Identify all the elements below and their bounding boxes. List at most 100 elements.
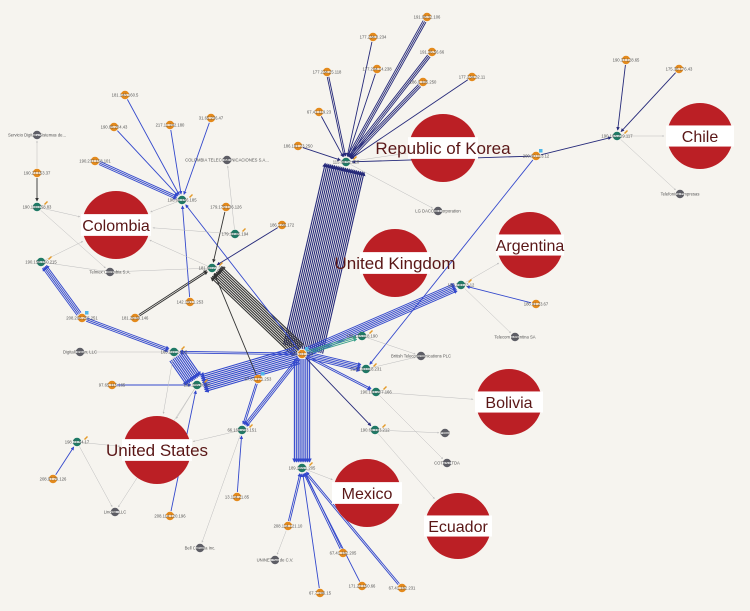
ip-node-h_col2[interactable]: 181.60.77.250: [199, 262, 226, 273]
ip-node-o20[interactable]: 190.27.153.37: [24, 168, 51, 178]
edge-o4-h_korea[interactable]: [326, 76, 347, 157]
edge-o8-h_korea[interactable]: [320, 116, 344, 158]
country-node-ecuador[interactable]: Ecuador: [424, 493, 492, 559]
ip-node-o25[interactable]: 97.65.115.165: [99, 380, 126, 390]
ip-node-h_mx[interactable]: 189.163.1.205: [289, 462, 316, 473]
edge-h_us4-g6[interactable]: [201, 434, 241, 543]
org-node-g10[interactable]: Telefonica Empresas: [661, 189, 700, 199]
edge-o31-h_mx[interactable]: [304, 472, 361, 582]
edge-h_chile-g10[interactable]: [620, 139, 676, 191]
ip-node-o31[interactable]: 171.22.150.66: [349, 581, 376, 591]
edge-o33-h_mx[interactable]: [301, 473, 320, 589]
country-node-mexico[interactable]: Mexico: [332, 459, 402, 527]
ip-node-o33[interactable]: 67.7.246.15: [309, 588, 332, 598]
edge-o21-h_col2[interactable]: [212, 211, 226, 263]
ip-node-o3[interactable]: 191.36.56.66: [420, 47, 445, 57]
org-node-g6[interactable]: Bell Canada Inc.: [185, 543, 216, 553]
ip-node-h_us1[interactable]: 165.227.243.5: [161, 346, 188, 357]
ip-node-o24[interactable]: 142.150.1.253: [177, 297, 204, 307]
org-node-g1[interactable]: Servicio Digital - Sistemas de...: [8, 130, 66, 140]
ip-node-o1[interactable]: 191.98.32.106: [414, 12, 441, 22]
ip-node-o14[interactable]: 186.41.23.67: [524, 299, 549, 309]
edge-o6-h_korea[interactable]: [348, 84, 422, 160]
ip-node-o9[interactable]: 186.101.23.250: [283, 141, 313, 151]
edge-o7-h_korea[interactable]: [350, 79, 469, 160]
org-node-g2[interactable]: COLOMBIA TELECOMUNICACIONES S.A...: [185, 155, 269, 165]
edge-o19-h_col1[interactable]: [98, 161, 178, 200]
ip-node-o7[interactable]: 177.234.32.11: [459, 72, 486, 82]
edge-o29-g7[interactable]: [276, 530, 287, 555]
ip-node-o22[interactable]: 208.208.255.251: [66, 311, 98, 323]
edge-h_korea-g8[interactable]: [350, 164, 433, 209]
edge-o24-h_col1[interactable]: [180, 205, 191, 298]
ip-node-o6[interactable]: 186.0.105.250: [410, 77, 437, 87]
country-node-bolivia[interactable]: Bolivia: [475, 369, 543, 435]
ip-node-o27[interactable]: 208.114.120.196: [154, 511, 186, 521]
edge-o32-h_mx[interactable]: [304, 471, 400, 585]
edge-o34-h_col2[interactable]: [213, 272, 257, 375]
ip-node-o34[interactable]: 67.83.171.253: [245, 372, 272, 384]
ip-node-o12[interactable]: 175.36.176.43: [666, 64, 693, 74]
ip-node-o26[interactable]: 208.97.79.126: [40, 474, 67, 484]
ip-node-central[interactable]: 186.0.1.253: [291, 347, 314, 359]
country-node-korea[interactable]: Republic of Korea: [375, 114, 511, 182]
edge-h_uk1-g9[interactable]: [366, 337, 416, 355]
edge-o13-h_uk2[interactable]: [369, 159, 534, 365]
org-node-g11[interactable]: Telecom Argentina SA: [494, 332, 536, 342]
org-node-g8[interactable]: LG DACOM Corporation: [415, 206, 461, 216]
edge-central-h_us1[interactable]: [179, 349, 298, 356]
edge-o14-h_arg[interactable]: [466, 285, 532, 304]
edge-central-h_us2[interactable]: [199, 346, 300, 393]
ip-node-o28[interactable]: 13.114.21.85: [225, 492, 250, 502]
ip-node-o29[interactable]: 208.114.121.10: [274, 521, 303, 531]
ip-node-h_uk2[interactable]: 213.120.118.231: [350, 363, 382, 374]
edge-o15-h_col1[interactable]: [126, 99, 180, 196]
ip-node-h_korea[interactable]: 115.68.52.210: [333, 156, 360, 167]
org-node-g3[interactable]: Telmex Colombia S.A.: [89, 267, 131, 277]
org-node-g5[interactable]: Linode, LLC: [104, 507, 127, 517]
org-node-g12[interactable]: Entel: [440, 428, 450, 438]
ip-node-h_bol[interactable]: 190.181.207.166: [360, 386, 392, 397]
ip-node-o16[interactable]: 190.85.204.43: [101, 122, 128, 132]
org-node-g7[interactable]: UNINET SA de C.V.: [257, 555, 294, 565]
ip-node-o15[interactable]: 181.143.160.5: [112, 90, 139, 100]
edge-h_mx-mexico[interactable]: [306, 469, 333, 481]
edge-h_us4-us[interactable]: [192, 430, 238, 443]
edge-o16-h_col1[interactable]: [117, 130, 179, 197]
ip-node-o21[interactable]: 179.179.136.126: [210, 202, 242, 212]
ip-node-h_uk1[interactable]: 155.133.118.190: [346, 330, 378, 341]
ip-node-h_us2[interactable]: 192.155.80.90: [184, 379, 211, 390]
ip-node-o5[interactable]: 177.204.14.238: [362, 64, 392, 74]
edge-h_col3-g3[interactable]: [40, 210, 106, 269]
edge-central-h_col2[interactable]: [210, 266, 305, 357]
country-node-uk[interactable]: United Kingdom: [335, 229, 456, 297]
ip-node-h_us3[interactable]: 198.71.54.17: [65, 436, 90, 447]
edge-h_arg-g11[interactable]: [464, 288, 511, 334]
edge-o17-h_col1[interactable]: [170, 129, 183, 195]
edge-o29-h_mx[interactable]: [287, 473, 303, 522]
ip-node-o11[interactable]: 190.37.128.65: [613, 55, 640, 65]
edge-central-h_korea[interactable]: [283, 162, 366, 354]
org-node-g13[interactable]: COTAS LTDA: [434, 458, 460, 468]
edge-central-h_col1[interactable]: [185, 204, 300, 351]
edge-h_bol2-g12[interactable]: [379, 429, 440, 434]
edge-o12-h_chile[interactable]: [620, 72, 676, 133]
edge-h_col5-g2[interactable]: [226, 165, 235, 230]
org-node-g9[interactable]: British Telecommunications PLC: [391, 351, 451, 361]
country-node-argentina[interactable]: Argentina: [496, 212, 565, 278]
edge-o18-h_col1[interactable]: [183, 122, 210, 195]
edge-o13-h_chile[interactable]: [540, 136, 612, 156]
ip-node-o17[interactable]: 217.11.242.180: [156, 120, 185, 130]
ip-node-h_col1[interactable]: 190.60.156.185: [167, 194, 197, 205]
edge-o2-h_korea[interactable]: [346, 41, 373, 157]
country-node-colombia[interactable]: Colombia: [81, 191, 151, 259]
edge-h_col5-colombia[interactable]: [152, 226, 231, 234]
ip-node-h_col3[interactable]: 190.110.158.83: [23, 201, 52, 212]
ip-node-h_col5[interactable]: 179.32.45.194: [222, 228, 249, 239]
edge-h_us3-us[interactable]: [81, 442, 121, 448]
country-node-chile[interactable]: Chile: [666, 103, 734, 169]
country-node-us[interactable]: United States: [106, 416, 208, 484]
ip-node-o13[interactable]: 200.90.113.12: [523, 149, 550, 161]
org-node-g4[interactable]: DigitalOcean, LLC: [63, 347, 97, 357]
ip-node-h_arg[interactable]: 190.210.73.12: [448, 279, 475, 290]
